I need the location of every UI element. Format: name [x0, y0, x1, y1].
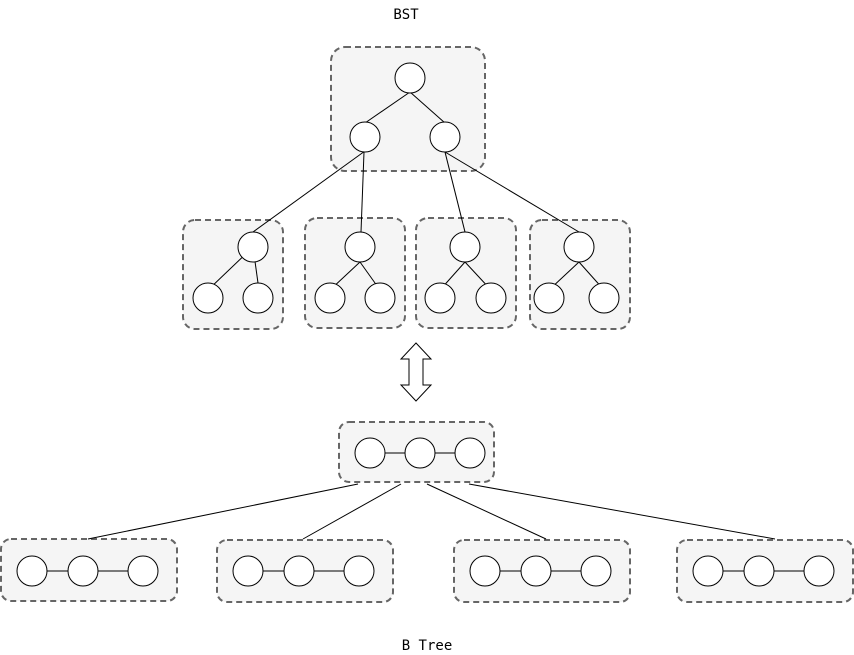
- bst-node: [449, 231, 481, 263]
- bst-node: [192, 282, 224, 314]
- bst-node: [242, 282, 274, 314]
- btree-key: [803, 555, 835, 587]
- bst-node: [533, 282, 565, 314]
- btree-key: [343, 555, 375, 587]
- btree-key: [580, 555, 612, 587]
- bst-node: [364, 282, 396, 314]
- btree-key: [67, 555, 99, 587]
- bst-node: [429, 121, 461, 153]
- bst-node: [349, 121, 381, 153]
- btree-key: [16, 555, 48, 587]
- btree-key: [354, 437, 386, 469]
- double-arrow-icon: [399, 342, 433, 402]
- btree-key: [743, 555, 775, 587]
- bst-node: [344, 231, 376, 263]
- btree-key: [404, 437, 436, 469]
- bst-node: [237, 231, 269, 263]
- btree-edges: [47, 452, 804, 572]
- btree-nodes: [16, 437, 835, 587]
- btree-key: [692, 555, 724, 587]
- bst-node: [314, 282, 346, 314]
- bst-node: [394, 62, 426, 94]
- bst-nodes: [192, 62, 620, 314]
- btree-title: B Tree: [402, 638, 453, 654]
- btree-key: [283, 555, 315, 587]
- bst-title: BST: [393, 7, 419, 23]
- btree-key: [469, 555, 501, 587]
- bst-subtree-group-1: [182, 219, 284, 330]
- btree-key: [232, 555, 264, 587]
- bst-node: [588, 282, 620, 314]
- bst-node: [475, 282, 507, 314]
- btree-key: [127, 555, 159, 587]
- btree-key: [520, 555, 552, 587]
- btree-key: [454, 437, 486, 469]
- bst-node: [563, 231, 595, 263]
- bst-node: [424, 282, 456, 314]
